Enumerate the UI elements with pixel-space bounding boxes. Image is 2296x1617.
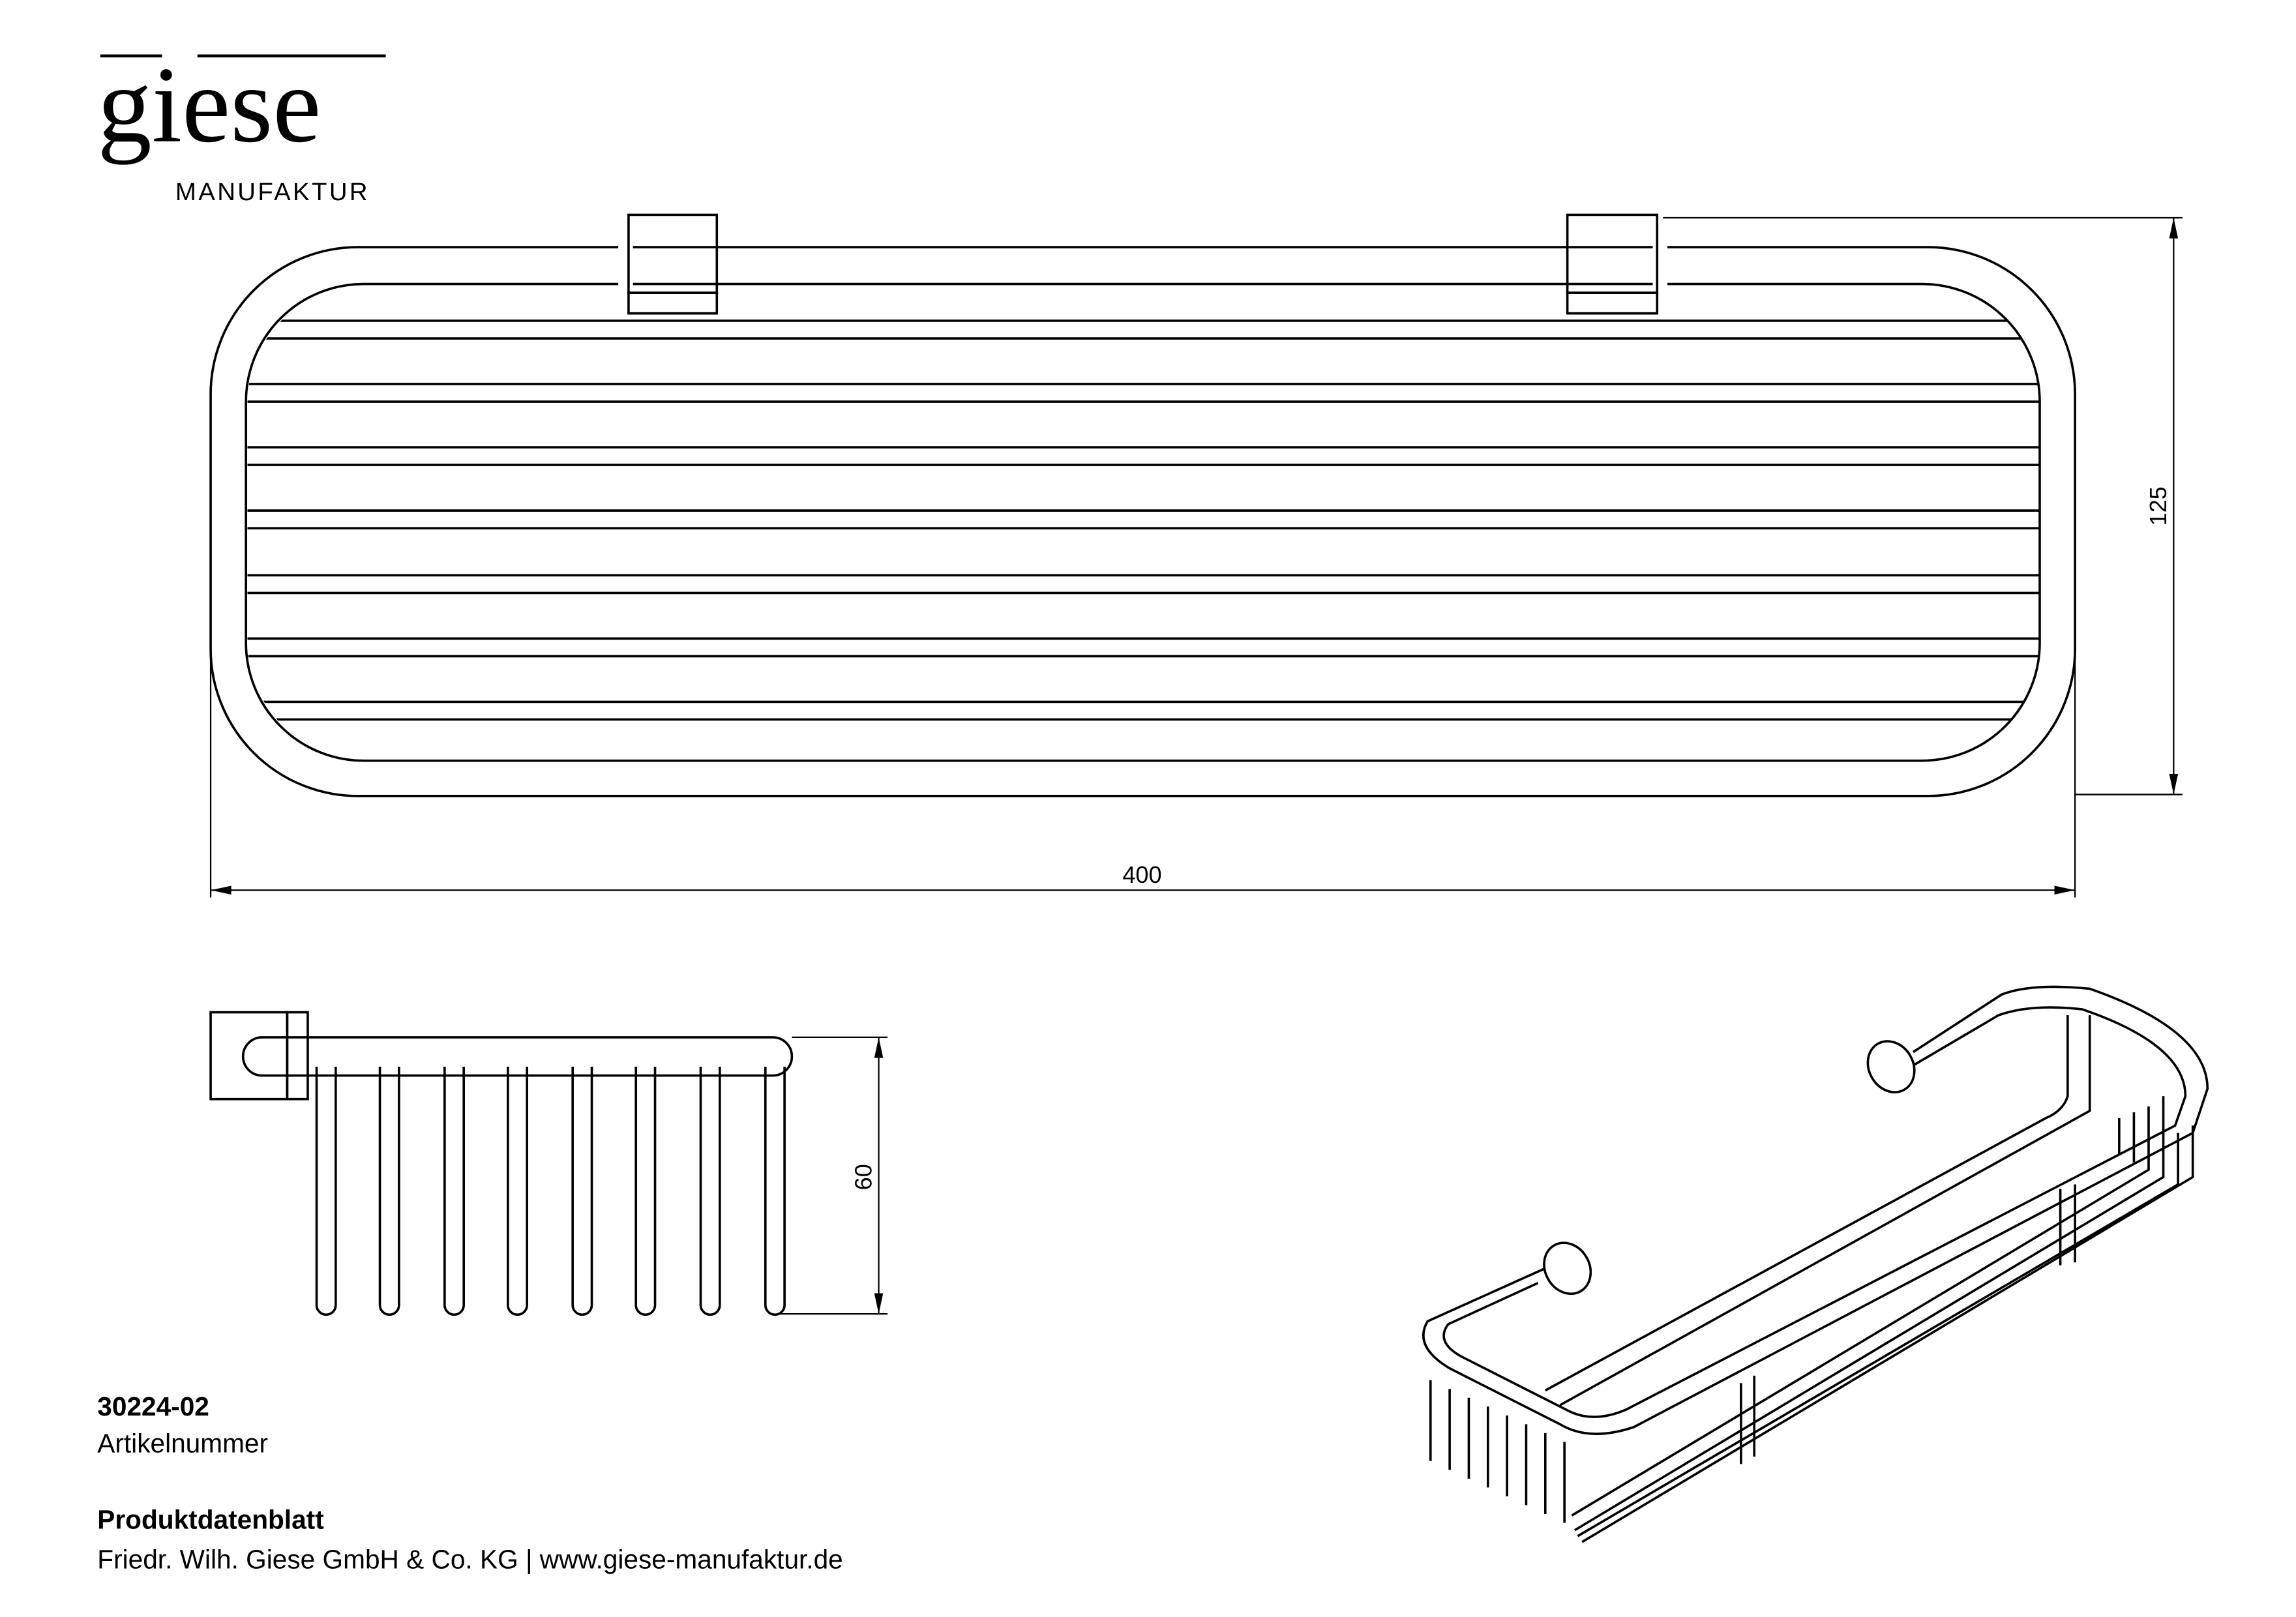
side-wire [315,1067,337,1316]
wires [247,319,2040,721]
company-line: Friedr. Wilh. Giese GmbH & Co. KG | www.… [97,1545,843,1575]
side-wire [634,1067,657,1316]
dimension-width: 400 [209,647,2076,898]
side-wires [315,1067,786,1316]
outer-rim [209,246,2076,797]
dimension-width-label: 400 [1122,861,1161,888]
dimension-depth-label: 125 [2145,486,2171,526]
dimension-height-label: 60 [850,1164,876,1190]
inner-rim [245,282,2041,762]
wall-mount-right [1566,213,1668,315]
wall-mount-left [618,213,719,315]
side-wire [571,1067,593,1316]
side-mount-plate [209,1011,289,1101]
logo-subtitle: MANUFAKTUR [175,178,370,206]
doc-title: Produktdatenblatt [97,1505,324,1535]
side-wire [699,1067,721,1316]
footer: 30224-02 Artikelnummer Produktdatenblatt… [97,1391,843,1575]
side-rod [241,1036,794,1077]
side-wire [764,1067,786,1316]
top-view: 400 125 [209,213,2183,898]
logo-wordmark: giese [97,45,321,166]
side-view: 60 [209,1011,888,1316]
perspective-view [1422,985,2209,1543]
giese-logo: giese MANUFAKTUR [97,45,386,206]
dimension-height: 60 [780,1036,888,1315]
side-wire [443,1067,465,1316]
article-label: Artikelnummer [97,1428,268,1458]
side-wire [378,1067,400,1316]
dimension-depth: 125 [1663,216,2183,795]
side-wire [507,1067,529,1316]
article-number: 30224-02 [97,1391,209,1421]
